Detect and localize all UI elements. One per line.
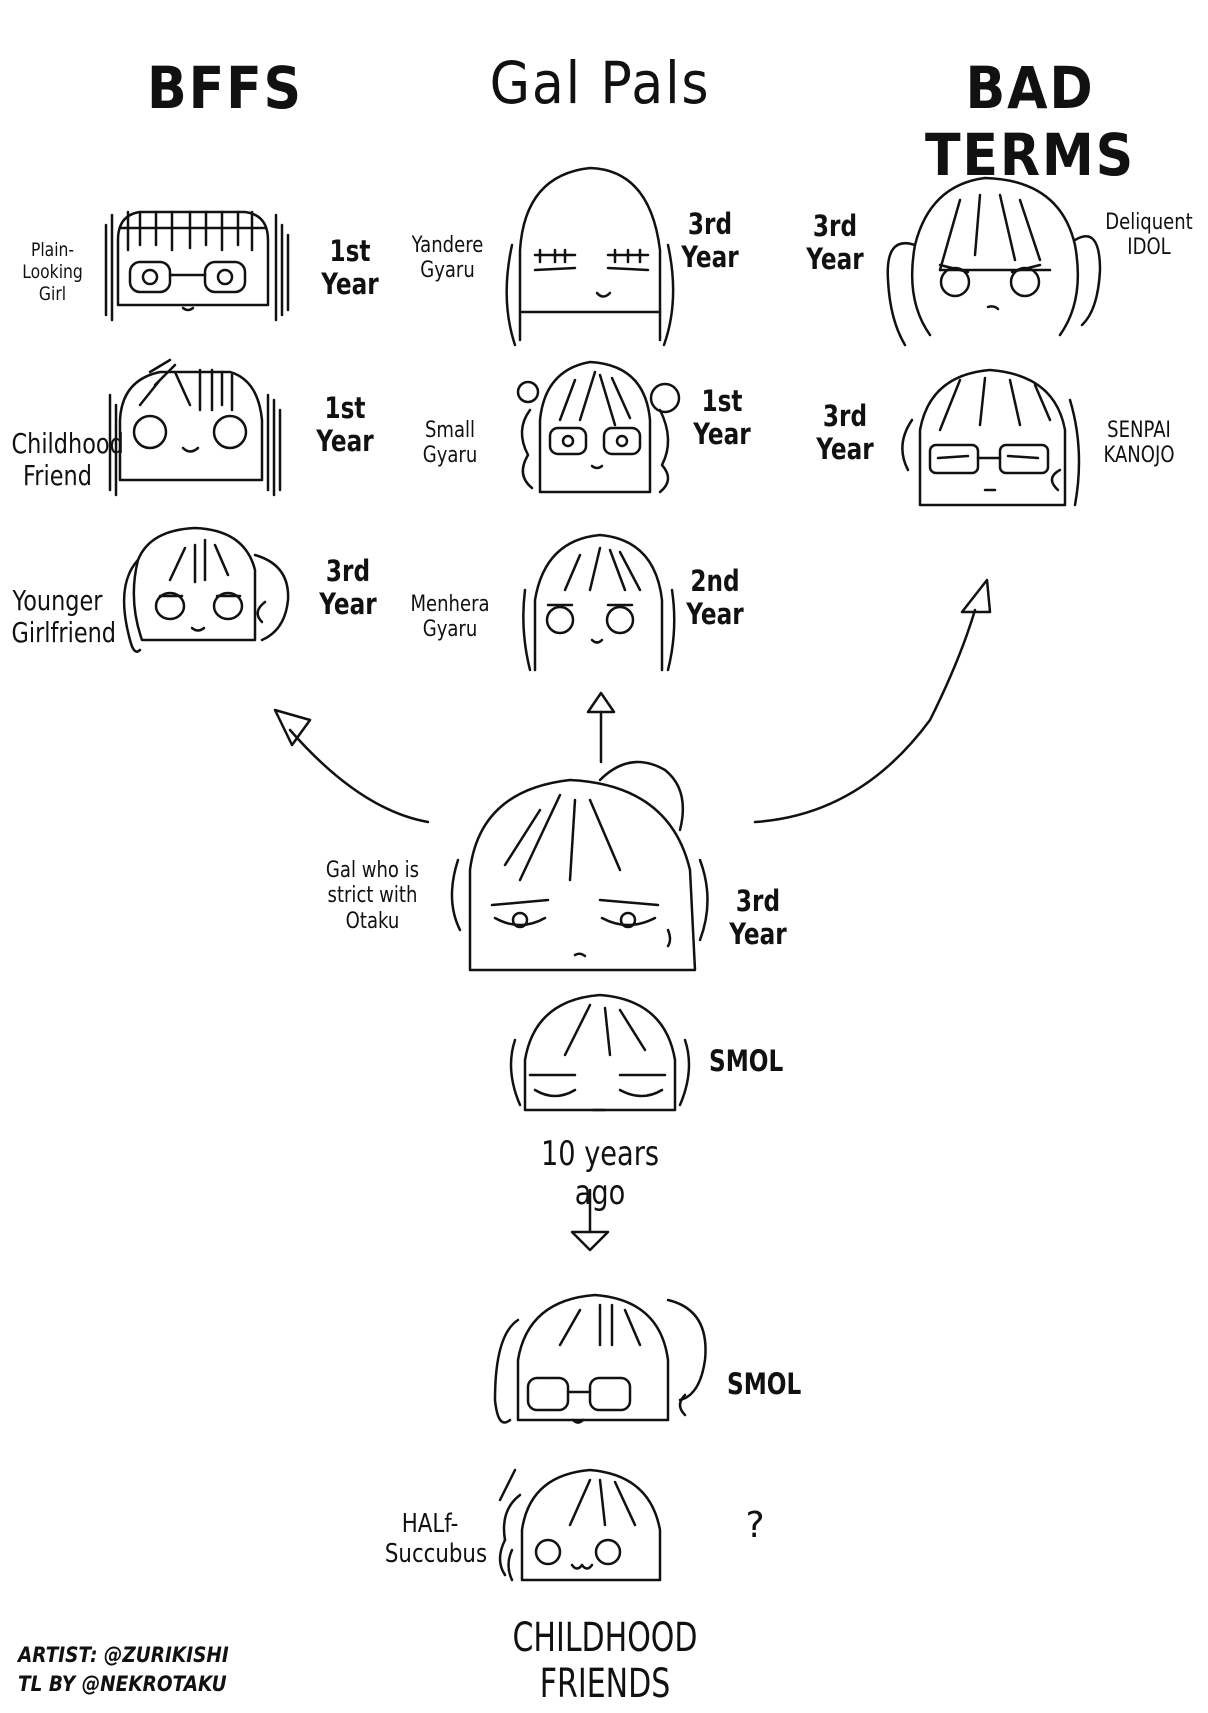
translator-credit: TL BY @NEKROTAKU xyxy=(18,1672,227,1696)
delinquent-idol-face-icon xyxy=(886,176,1102,347)
arrow-to-childhood-icon xyxy=(570,1188,610,1252)
artist-credit: ARTIST: @ZURIKISHI xyxy=(18,1643,229,1667)
label-delinquent-idol: Deliquent IDOL xyxy=(1105,210,1193,261)
timeline-label: 10 years ago xyxy=(540,1134,660,1214)
year-plain-looking-girl: 1st Year xyxy=(321,234,379,302)
arrow-to-bffs-icon xyxy=(273,708,430,824)
year-yandere-gyaru: 3rd Year xyxy=(681,207,739,275)
year-menhera-gyaru: 2nd Year xyxy=(686,564,744,632)
year-delinquent-idol: 3rd Year xyxy=(806,209,864,277)
label-senpai-kanojo: SENPAI KANOJO xyxy=(1103,418,1175,469)
senpai-kanojo-face-icon xyxy=(901,368,1081,507)
label-menhera-gyaru: Menhera Gyaru xyxy=(410,592,490,643)
half-succubus-face-icon xyxy=(498,1468,662,1582)
tag-smol-friend: SMOL xyxy=(727,1367,802,1401)
menhera-gyaru-face-icon xyxy=(522,533,676,672)
label-childhood-friend: Childhood Friend xyxy=(11,427,124,493)
footer-childhood-friends: CHILDHOOD FRIENDS xyxy=(512,1615,698,1707)
childhood-friend-face-icon xyxy=(108,358,282,497)
header-bffs: BFFS xyxy=(147,54,303,122)
arrow-to-gal-pals-icon xyxy=(586,691,616,764)
header-bad-terms: BAD TERMS xyxy=(924,54,1136,189)
arrow-to-bad-terms-icon xyxy=(753,578,992,824)
label-plain-looking-girl: Plain- Looking Girl xyxy=(22,239,83,305)
tag-smol-self: SMOL xyxy=(709,1044,784,1078)
tag-half-succubus: ? xyxy=(745,1505,765,1546)
year-childhood-friend: 1st Year xyxy=(316,391,374,459)
header-gal-pals: Gal Pals xyxy=(489,49,711,117)
plain-looking-girl-face-icon xyxy=(104,210,290,322)
year-senpai-kanojo: 3rd Year xyxy=(816,399,874,467)
younger-girlfriend-face-icon xyxy=(122,526,290,653)
small-gyaru-face-icon xyxy=(516,360,681,494)
label-small-gyaru: Small Gyaru xyxy=(422,418,478,469)
label-center-gal: Gal who is strict with Otaku xyxy=(325,858,420,934)
year-younger-girlfriend: 3rd Year xyxy=(319,554,377,622)
year-small-gyaru: 1st Year xyxy=(693,384,751,452)
yandere-gyaru-face-icon xyxy=(505,166,675,347)
label-half-succubus: HALf- Succubus xyxy=(384,1509,488,1569)
smol-friend-face-icon xyxy=(493,1293,707,1424)
smol-self-face-icon xyxy=(509,993,691,1112)
label-younger-girlfriend: Younger Girlfriend xyxy=(11,584,117,650)
year-center-gal: 3rd Year xyxy=(729,884,787,952)
center-gal-face-icon xyxy=(450,760,709,972)
label-yandere-gyaru: Yandere Gyaru xyxy=(411,233,484,284)
